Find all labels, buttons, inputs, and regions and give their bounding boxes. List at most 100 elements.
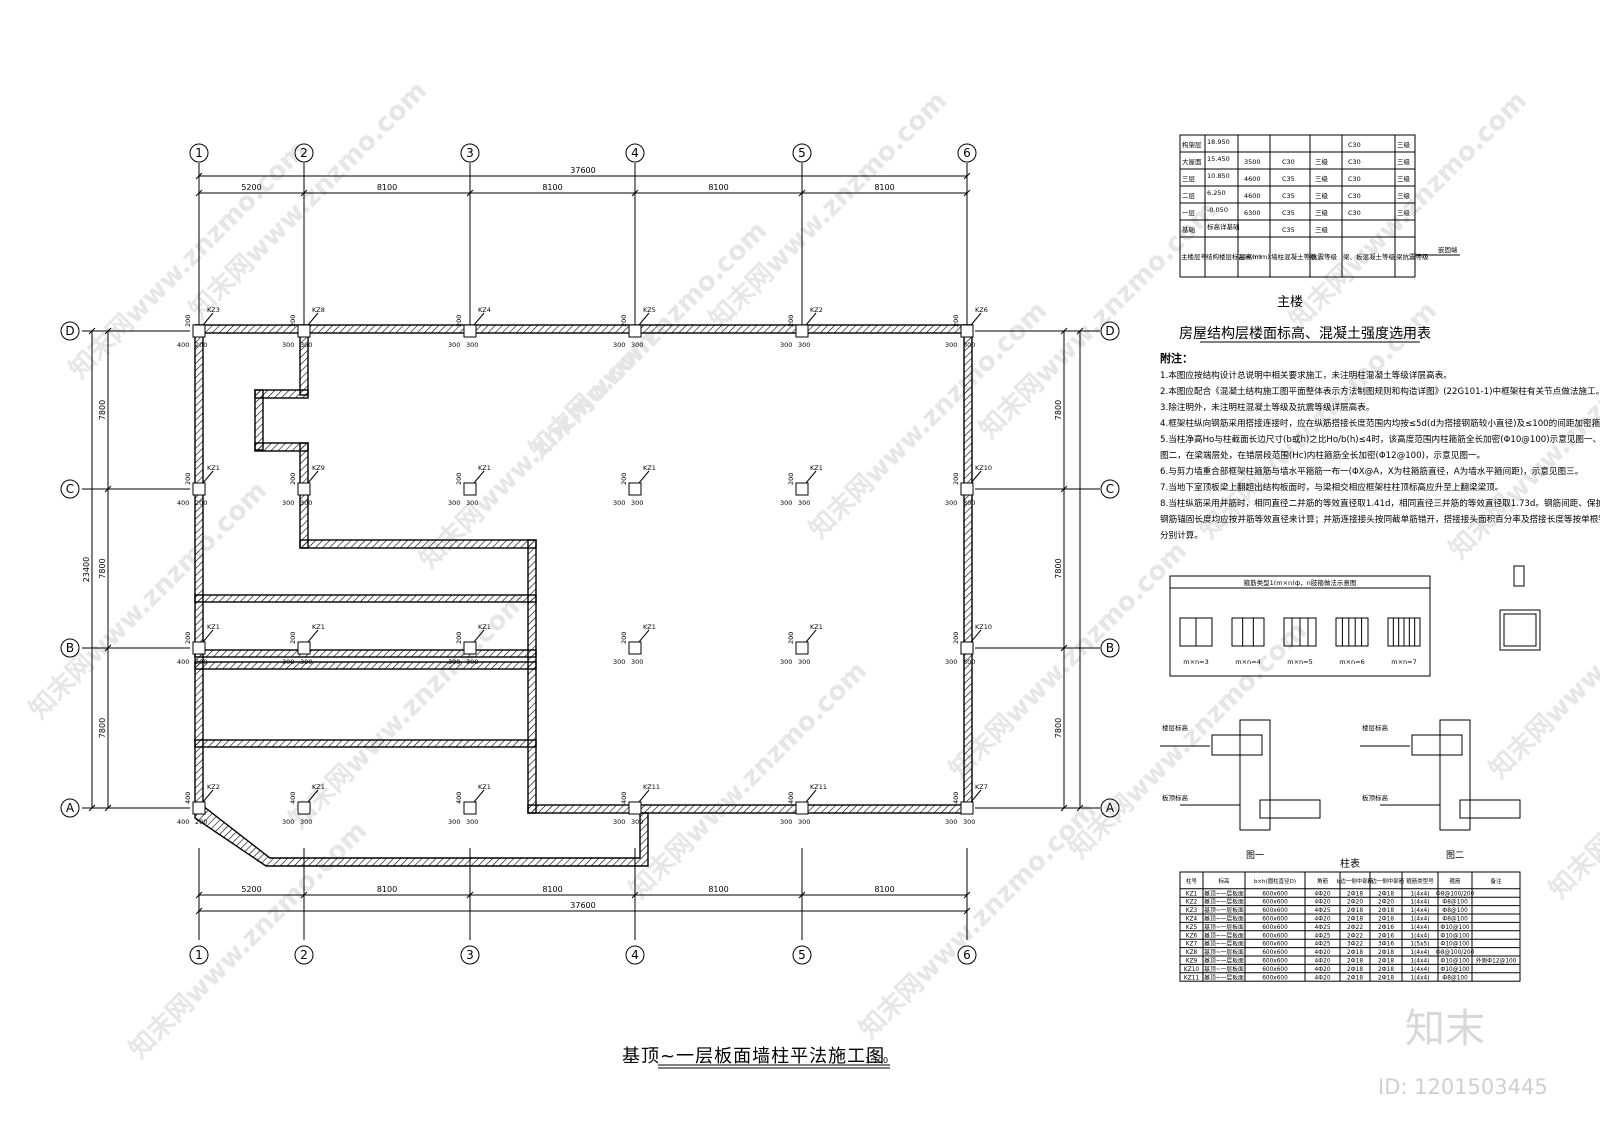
table-cell: 1(4x4) <box>1410 908 1429 914</box>
column-tag: KZ1 <box>312 783 325 791</box>
table-cell: KZ2 <box>1186 900 1198 906</box>
axis-bubble <box>1100 321 1120 341</box>
table-header: 标高 <box>1218 877 1230 885</box>
seismic-grade: 三级 <box>1315 208 1329 217</box>
note-line: 7.当地下室顶板梁上翻超出结构板面时，与梁相交相应框架柱柱顶标高应升至上翻梁梁顶… <box>1160 481 1503 493</box>
note-line: 3.除注明外，未注明柱混凝土等级及抗震等级详层高表。 <box>1160 401 1374 413</box>
column-tag: KZ10 <box>975 464 992 472</box>
column-dim: 200 <box>289 473 297 485</box>
column-dim: 200 <box>787 473 795 485</box>
table-cell: KZ9 <box>1186 959 1198 965</box>
table-cell: 基顶~一层板面 <box>1204 898 1244 906</box>
axis-bubble <box>460 945 480 965</box>
column-dim: 300 <box>300 658 312 666</box>
table-subtitle: 主楼 <box>1277 295 1303 310</box>
dimension-tick <box>963 907 971 915</box>
dimension-text: 8100 <box>708 885 728 894</box>
column-dim: 300 <box>963 658 975 666</box>
column-tag: KZ4 <box>478 306 491 314</box>
column-dim: 200 <box>787 315 795 327</box>
table-cell: 600x600 <box>1262 891 1288 897</box>
floor-name: 基础 <box>1182 225 1196 234</box>
dimension-tick <box>631 189 639 197</box>
dimension-tick <box>963 891 971 899</box>
table-cell: 4Ф25 <box>1314 942 1330 948</box>
dimension-text: 37600 <box>570 901 595 910</box>
column-box <box>795 482 809 496</box>
stirrup-shape <box>1231 617 1265 647</box>
stirrup-frame <box>1169 575 1431 677</box>
table-cell: 基顶~一层板面 <box>1204 957 1244 965</box>
axis-bubble <box>294 945 314 965</box>
dimension-text: 5200 <box>241 183 261 192</box>
table-cell: 2Ф16 <box>1378 925 1394 931</box>
axis-bubble <box>625 143 645 163</box>
floor-elevation: 6.250 <box>1207 189 1226 197</box>
stirrup-label: m×n=4 <box>1235 658 1260 666</box>
table-cell: 600x600 <box>1262 975 1288 981</box>
column-dim: 300 <box>282 658 294 666</box>
drawing-title-block: 基顶~一层板面墙柱平法施工图 1:100 <box>622 1046 890 1069</box>
axis-bubble <box>460 143 480 163</box>
leader-line <box>307 629 319 643</box>
brand-watermark: 知末 ID: 1201503445 <box>1378 1006 1548 1099</box>
column-box <box>795 324 809 338</box>
floor-name: 构架层 <box>1182 140 1202 149</box>
dimension-tick <box>300 891 308 899</box>
column-dim: 300 <box>780 499 792 507</box>
column-dim: 300 <box>466 818 478 826</box>
column-dim: 300 <box>798 818 810 826</box>
column-concrete: C35 <box>1282 226 1295 234</box>
table-cell: KZ11 <box>1184 975 1199 981</box>
column-tag: KZ1 <box>810 623 823 631</box>
table-cell: 4Ф25 <box>1314 908 1330 914</box>
column-box <box>960 801 974 815</box>
column-dim: 300 <box>963 341 975 349</box>
floor-height: 4600 <box>1244 192 1261 200</box>
table-cell: 2Ф18 <box>1378 975 1394 981</box>
table-cell: 2Ф18 <box>1347 950 1363 956</box>
axis-label: 3 <box>466 948 474 962</box>
column-box <box>795 801 809 815</box>
dimension-text: 8100 <box>542 183 562 192</box>
column-box <box>192 482 206 496</box>
section-sketch <box>1503 613 1537 647</box>
column-dim: 200 <box>184 473 192 485</box>
dimension-tick <box>798 891 806 899</box>
dimension-text: 7800 <box>1054 558 1063 578</box>
drawing-title: 基顶~一层板面墙柱平法施工图 <box>622 1046 885 1067</box>
dimension-tick <box>104 644 112 652</box>
table-cell: 2Ф18 <box>1347 908 1363 914</box>
dimension-text: 8100 <box>874 183 894 192</box>
seismic-grade: 三级 <box>1315 157 1329 166</box>
note-line: 1.本图应按结构设计总说明中相关要求施工，未注明柱混凝土等级详层高表。 <box>1160 369 1452 381</box>
stirrup-label: m×n=3 <box>1183 658 1208 666</box>
leader-line <box>202 312 214 326</box>
column-dim: 400 <box>620 792 628 804</box>
table-cell: 1(4x4) <box>1410 950 1429 956</box>
column-dim: 400 <box>177 658 189 666</box>
dimension-tick <box>963 189 971 197</box>
dimension-text: 5200 <box>241 885 261 894</box>
beam-grade: 三级 <box>1397 157 1411 166</box>
table-cell: Ф10@100 <box>1440 942 1470 948</box>
table-header: 柱号 <box>1186 877 1198 885</box>
watermark-text: 知末网www.znzmo.com <box>1484 536 1600 785</box>
column-tag: KZ1 <box>478 623 491 631</box>
table-cell: 1(4x4) <box>1410 959 1429 965</box>
column-dim: 200 <box>184 632 192 644</box>
column-dim: 400 <box>177 499 189 507</box>
column-dim: 300 <box>780 658 792 666</box>
axis-bubble <box>1100 479 1120 499</box>
column-dim: 200 <box>455 473 463 485</box>
table-cell: KZ5 <box>1186 925 1198 931</box>
column-dim: 200 <box>289 632 297 644</box>
leader-line <box>473 470 485 484</box>
table-cell: 600x600 <box>1262 959 1288 965</box>
table-title: 柱表 <box>1340 857 1360 870</box>
table-cell: 基顶~一层板面 <box>1204 973 1244 981</box>
table-cell: Ф10@100 <box>1440 925 1470 931</box>
table-header: 备注 <box>1490 877 1502 885</box>
dimension-tick <box>1060 485 1068 493</box>
table-cell: 1(4x4) <box>1410 967 1429 973</box>
